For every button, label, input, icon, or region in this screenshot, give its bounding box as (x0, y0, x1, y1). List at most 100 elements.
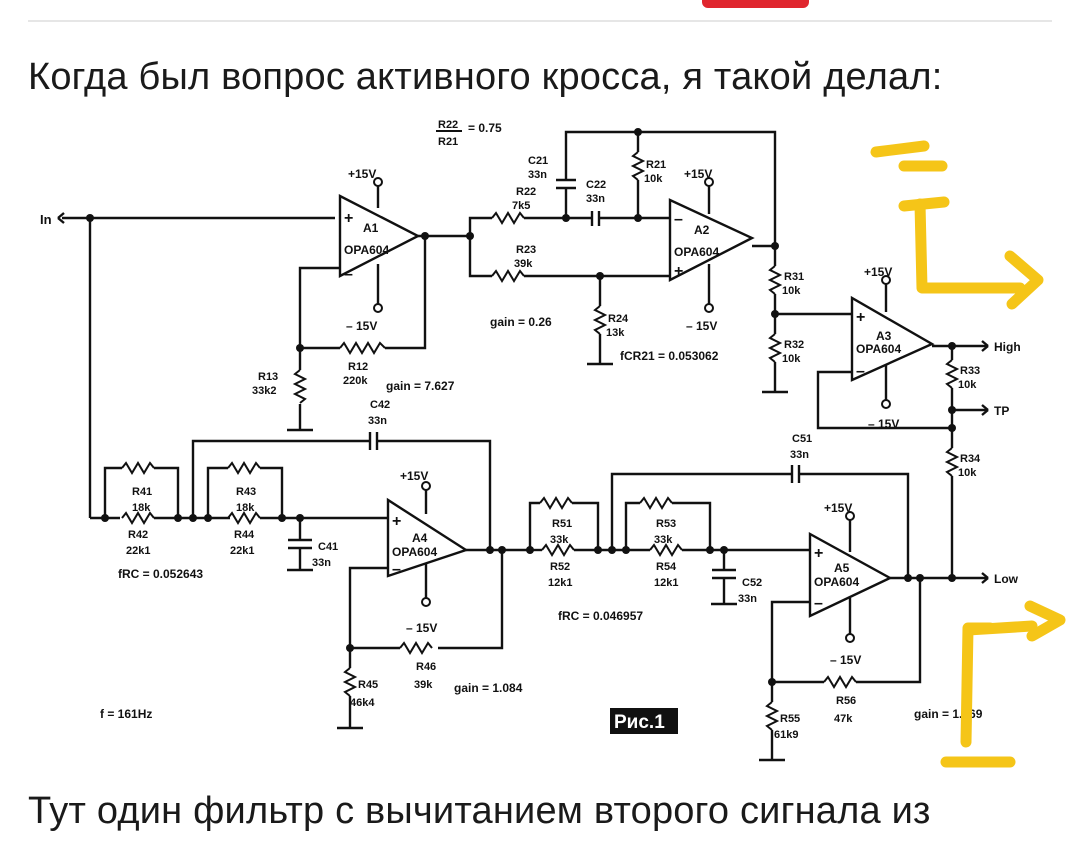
svg-text:R53: R53 (656, 518, 676, 530)
svg-text:gain = 1.084: gain = 1.084 (454, 681, 523, 695)
svg-text:gain = 7.627: gain = 7.627 (386, 379, 455, 393)
svg-text:10k: 10k (782, 285, 801, 297)
svg-text:R32: R32 (784, 339, 804, 351)
svg-text:R46: R46 (416, 661, 436, 673)
svg-text:A3: A3 (876, 329, 892, 343)
svg-text:–: – (674, 211, 683, 228)
opamp-a2: – + A2 OPA604 +15V – 15V (668, 167, 755, 333)
svg-text:C42: C42 (370, 399, 390, 411)
output-tp-label: TP (994, 404, 1009, 418)
svg-text:22k1: 22k1 (126, 545, 150, 557)
svg-text:+: + (344, 210, 353, 227)
svg-text:–: – (344, 266, 353, 283)
svg-text:fRC = 0.046957: fRC = 0.046957 (558, 609, 643, 623)
opamp-a4: + – A4 OPA604 +15V – 15V (386, 469, 469, 635)
svg-text:A5: A5 (834, 561, 850, 575)
svg-text:Рис.1: Рис.1 (614, 712, 665, 733)
svg-text:OPA604: OPA604 (856, 342, 901, 356)
svg-text:C21: C21 (528, 155, 548, 167)
divider (28, 20, 1052, 22)
svg-text:+: + (814, 545, 823, 562)
svg-text:10k: 10k (958, 379, 977, 391)
svg-text:f = 161Hz: f = 161Hz (100, 707, 152, 721)
svg-text:+: + (392, 513, 401, 530)
svg-text:C52: C52 (742, 577, 762, 589)
svg-text:33k: 33k (654, 534, 673, 546)
svg-text:R22: R22 (438, 119, 458, 131)
svg-text:OPA604: OPA604 (674, 245, 719, 259)
ratio-annotation: R22 R21 = 0.75 (436, 119, 502, 148)
svg-text:10k: 10k (644, 173, 663, 185)
svg-text:22k1: 22k1 (230, 545, 254, 557)
highlight-markers (870, 140, 1066, 768)
svg-text:+15V: +15V (684, 167, 712, 181)
svg-text:47k: 47k (834, 713, 853, 725)
top-bar (0, 0, 1080, 22)
svg-text:OPA604: OPA604 (344, 243, 389, 257)
svg-text:R24: R24 (608, 313, 629, 325)
svg-text:18k: 18k (132, 502, 151, 514)
svg-text:12k1: 12k1 (654, 577, 678, 589)
svg-text:OPA604: OPA604 (814, 575, 859, 589)
svg-text:33n: 33n (368, 415, 387, 427)
svg-text:33n: 33n (790, 449, 809, 461)
svg-text:R13: R13 (258, 371, 278, 383)
svg-text:A1: A1 (363, 221, 379, 235)
svg-text:–: – (814, 595, 823, 612)
post-continuation-text: Тут один фильтр с вычитанием второго сиг… (28, 790, 931, 832)
svg-text:33n: 33n (586, 193, 605, 205)
svg-text:46k4: 46k4 (350, 697, 375, 709)
svg-text:R31: R31 (784, 271, 804, 283)
svg-text:12k1: 12k1 (548, 577, 572, 589)
svg-text:OPA604: OPA604 (392, 545, 437, 559)
svg-text:R45: R45 (358, 679, 378, 691)
svg-text:+: + (856, 309, 865, 326)
svg-text:R42: R42 (128, 529, 148, 541)
opamp-a1: + – A1 OPA604 +15V – 15V (338, 167, 421, 333)
svg-text:– 15V: – 15V (346, 319, 377, 333)
svg-text:61k9: 61k9 (774, 729, 798, 741)
svg-text:33k2: 33k2 (252, 385, 276, 397)
svg-text:C51: C51 (792, 433, 812, 445)
svg-text:fCR21 = 0.053062: fCR21 = 0.053062 (620, 349, 719, 363)
output-high-label: High (994, 340, 1021, 354)
svg-text:A2: A2 (694, 223, 710, 237)
svg-text:R23: R23 (516, 244, 536, 256)
svg-text:C41: C41 (318, 541, 338, 553)
svg-text:R56: R56 (836, 695, 856, 707)
svg-text:R55: R55 (780, 713, 800, 725)
svg-text:33n: 33n (312, 557, 331, 569)
svg-text:39k: 39k (414, 679, 433, 691)
svg-text:C22: C22 (586, 179, 606, 191)
svg-text:+: + (674, 263, 683, 280)
opamp-a3: + – A3 OPA604 +15V – 15V (850, 265, 935, 431)
circuit-schematic: In R22 R21 = 0.75 + – A1 OPA604 +15V – 1… (40, 119, 1066, 768)
svg-text:33k: 33k (550, 534, 569, 546)
svg-text:+15V: +15V (348, 167, 376, 181)
output-low-label: Low (994, 572, 1019, 586)
svg-text:gain = 1.769: gain = 1.769 (914, 707, 983, 721)
svg-text:R22: R22 (516, 186, 536, 198)
svg-text:18k: 18k (236, 502, 255, 514)
svg-text:220k: 220k (343, 375, 368, 387)
svg-text:R21: R21 (438, 136, 458, 148)
svg-text:R33: R33 (960, 365, 980, 377)
svg-text:– 15V: – 15V (686, 319, 717, 333)
svg-text:–: – (392, 561, 401, 578)
post-intro-text: Когда был вопрос активного кросса, я так… (28, 56, 943, 98)
svg-text:– 15V: – 15V (830, 653, 861, 667)
svg-text:10k: 10k (782, 353, 801, 365)
svg-text:= 0.75: = 0.75 (468, 121, 502, 135)
svg-text:R54: R54 (656, 561, 677, 573)
svg-text:R12: R12 (348, 361, 368, 373)
svg-text:13k: 13k (606, 327, 625, 339)
figure-label: Рис.1 (610, 708, 678, 734)
svg-text:R34: R34 (960, 453, 981, 465)
svg-text:+15V: +15V (824, 501, 852, 515)
svg-text:R44: R44 (234, 529, 255, 541)
svg-text:33n: 33n (738, 593, 757, 605)
svg-text:R21: R21 (646, 159, 666, 171)
svg-text:10k: 10k (958, 467, 977, 479)
opamp-a5: + – A5 OPA604 +15V – 15V (808, 501, 893, 667)
subscribe-button[interactable] (702, 0, 809, 8)
